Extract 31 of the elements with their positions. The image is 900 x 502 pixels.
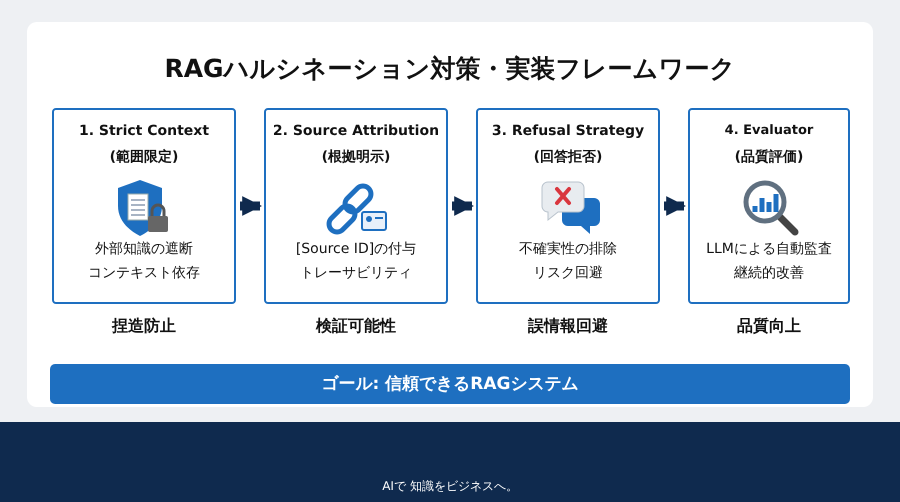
step-point: 継続的改善 bbox=[733, 264, 805, 283]
goal-text: ゴール: 信頼できるRAGシステム bbox=[320, 373, 580, 396]
step-subtitle: (根拠明示) bbox=[320, 148, 392, 167]
outcome-label: 誤情報回避 bbox=[526, 316, 609, 337]
step-point: [Source ID]の付与 bbox=[294, 240, 418, 259]
step-point: トレーサビリティ bbox=[299, 264, 413, 283]
outcome-label: 品質向上 bbox=[736, 316, 802, 337]
step-box bbox=[688, 108, 850, 304]
step-subtitle: (品質評価) bbox=[734, 148, 804, 167]
step-point: 不確実性の排除 bbox=[518, 240, 618, 259]
step-point: 外部知識の遮断 bbox=[94, 240, 194, 259]
arrow bbox=[664, 196, 686, 216]
step-point: LLMによる自動監査 bbox=[705, 240, 833, 259]
goal-banner bbox=[50, 364, 850, 404]
step-subtitle: (回答拒否) bbox=[532, 148, 604, 167]
outcome-label: 検証可能性 bbox=[314, 316, 397, 337]
arrow bbox=[452, 196, 474, 216]
step-title: 4. Evaluator bbox=[724, 122, 814, 140]
step-box bbox=[476, 108, 660, 304]
step-title: 1. Strict Context bbox=[78, 122, 210, 141]
title: RAGハルシネーション対策・実装フレームワーク bbox=[163, 53, 737, 85]
tagline: AIで 知識をビジネスへ。 bbox=[381, 478, 519, 495]
step-subtitle: (範囲限定) bbox=[108, 148, 180, 167]
outcome-label: 捏造防止 bbox=[110, 316, 177, 337]
step-box bbox=[52, 108, 236, 304]
step-title: 3. Refusal Strategy bbox=[490, 122, 646, 141]
step-title: 2. Source Attribution bbox=[272, 122, 440, 141]
step-box bbox=[264, 108, 448, 304]
step-point: コンテキスト依存 bbox=[87, 264, 201, 283]
arrow bbox=[240, 196, 262, 216]
step-point: リスク回避 bbox=[532, 264, 604, 283]
